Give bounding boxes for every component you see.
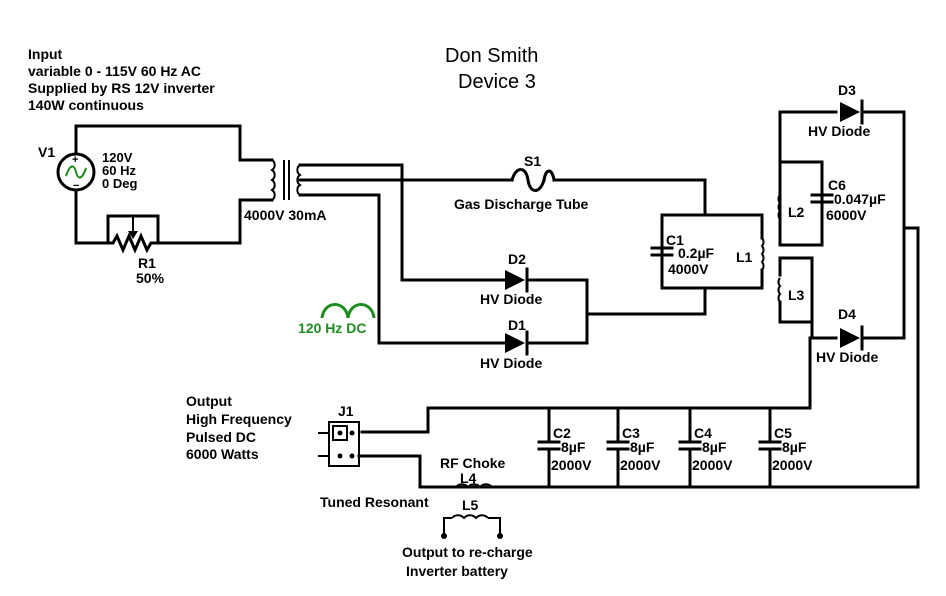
d3-label: D3 xyxy=(838,82,856,98)
l3-inductor-symbol xyxy=(777,277,782,303)
c5-label: C5 xyxy=(774,425,792,441)
c2-label: C2 xyxy=(553,425,571,441)
c5-voltage: 2000V xyxy=(772,457,813,473)
d4-description: HV Diode xyxy=(816,349,878,365)
d4-diode-symbol xyxy=(840,325,864,351)
j1-connector-symbol xyxy=(318,421,360,467)
c1-voltage: 4000V xyxy=(668,261,709,277)
c3-label: C3 xyxy=(622,425,640,441)
title-line-1: Don Smith xyxy=(445,45,538,67)
c6-voltage: 6000V xyxy=(826,207,867,223)
d2-label: D2 xyxy=(508,251,526,267)
l4-inductor-symbol xyxy=(455,483,493,489)
c1-value: 0.2µF xyxy=(678,245,715,261)
c6-label: C6 xyxy=(828,177,846,193)
c3-voltage: 2000V xyxy=(620,457,661,473)
d1-label: D1 xyxy=(508,317,526,333)
v1-label: V1 xyxy=(38,144,55,160)
d2-description: HV Diode xyxy=(480,291,542,307)
c4-voltage: 2000V xyxy=(692,457,733,473)
input-note-2: variable 0 - 115V 60 Hz AC xyxy=(28,63,201,79)
input-note-3: Supplied by RS 12V inverter xyxy=(28,80,215,96)
l2-label: L2 xyxy=(788,204,805,220)
d3-diode-symbol xyxy=(840,99,864,125)
c2-voltage: 2000V xyxy=(551,457,592,473)
c2-value: 8µF xyxy=(561,439,586,455)
svg-text:+: + xyxy=(72,154,78,166)
dc-wave-symbol xyxy=(320,303,376,319)
dc-wave-label: 120 Hz DC xyxy=(298,320,366,336)
l4-description: RF Choke xyxy=(440,455,506,471)
s1-label: S1 xyxy=(524,153,541,169)
output-note-4: 6000 Watts xyxy=(186,446,259,462)
transformer-symbol xyxy=(270,159,302,201)
c4-value: 8µF xyxy=(702,439,727,455)
l1-label: L1 xyxy=(736,249,753,265)
l4-label: L4 xyxy=(460,470,477,486)
l2-inductor-symbol xyxy=(777,194,782,220)
c6-value: 0.047µF xyxy=(834,191,886,207)
transformer-rating: 4000V 30mA xyxy=(244,207,327,223)
s1-gas-discharge-tube xyxy=(510,168,556,192)
j1-label: J1 xyxy=(338,403,354,419)
r1-resistor-symbol xyxy=(106,232,160,254)
c6-capacitor-symbol xyxy=(810,193,834,204)
r1-label: R1 xyxy=(138,255,156,271)
input-note-4: 140W continuous xyxy=(28,97,144,113)
recharge-note-1: Output to re-charge xyxy=(402,544,533,560)
input-note-1: Input xyxy=(28,46,63,62)
c3-value: 8µF xyxy=(630,439,655,455)
c1-capacitor-symbol xyxy=(650,246,674,257)
l3-label: L3 xyxy=(788,287,805,303)
v1-frequency: 60 Hz xyxy=(102,163,136,178)
output-note-1: Output xyxy=(186,393,232,409)
d3-description: HV Diode xyxy=(808,123,870,139)
r1-value: 50% xyxy=(136,270,165,286)
output-note-2: High Frequency xyxy=(186,411,292,427)
title-line-2: Device 3 xyxy=(458,71,536,93)
c5-value: 8µF xyxy=(782,439,807,455)
sine-icon xyxy=(65,165,87,179)
d1-description: HV Diode xyxy=(480,355,542,371)
v1-voltage: 120V xyxy=(102,150,133,165)
v1-phase: 0 Deg xyxy=(102,176,137,191)
c4-label: C4 xyxy=(694,425,712,441)
d2-diode-symbol xyxy=(505,267,529,293)
input-section: + − V1 120V 60 Hz 0 Deg R1 50% 4000V 30m… xyxy=(38,124,327,286)
d4-label: D4 xyxy=(838,306,856,322)
recharge-note-2: Inverter battery xyxy=(406,563,508,579)
d1-diode-symbol xyxy=(505,330,529,356)
svg-text:−: − xyxy=(73,180,79,192)
l1-inductor-symbol xyxy=(760,237,765,271)
l5-label: L5 xyxy=(462,497,479,513)
l5-inductor-symbol xyxy=(441,514,503,539)
output-note-3: Pulsed DC xyxy=(186,429,256,445)
l5-description: Tuned Resonant xyxy=(320,494,429,510)
c1-label: C1 xyxy=(666,232,684,248)
s1-description: Gas Discharge Tube xyxy=(454,196,589,212)
